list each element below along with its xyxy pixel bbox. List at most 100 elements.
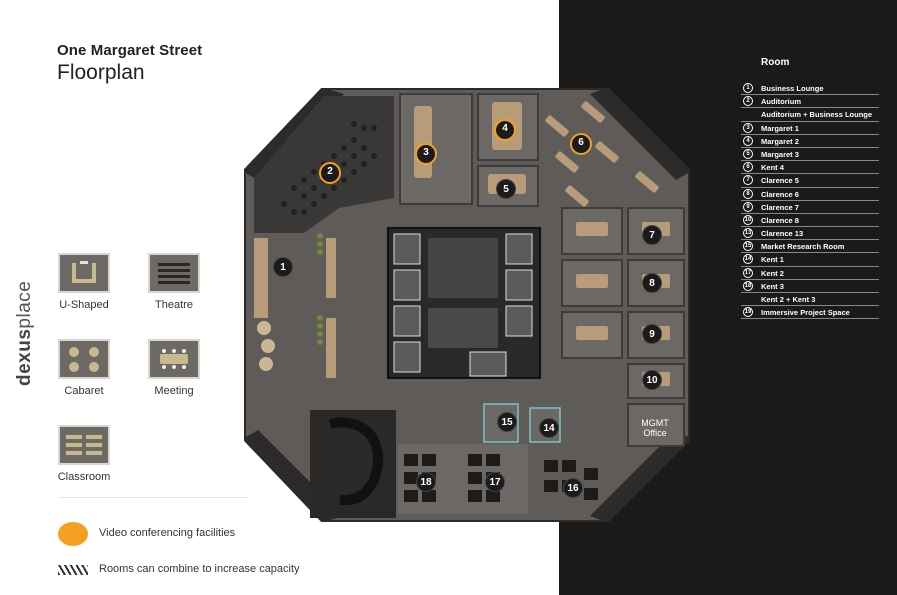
- plan-marker-vc: 3: [415, 143, 437, 165]
- room-number-badge: 4: [743, 135, 753, 146]
- room-number-badge: 13: [743, 228, 753, 239]
- room-name: Clarence 13: [761, 229, 804, 239]
- room-row: 13 Clarence 13: [741, 227, 879, 241]
- theatre-thumbnail-icon: [148, 253, 200, 293]
- room-row: 5 Margaret 3: [741, 148, 879, 162]
- plan-marker: 5: [496, 179, 516, 199]
- room-row: 18 Kent 3: [741, 280, 879, 293]
- room-number-badge: 5: [743, 148, 753, 159]
- plan-marker: 16: [563, 478, 583, 498]
- mgmt-line1: MGMT: [641, 418, 669, 428]
- plan-marker: 7: [642, 225, 662, 245]
- room-row: Kent 2 + Kent 3: [741, 293, 879, 307]
- room-number-badge: 8: [743, 188, 753, 199]
- room-row: 4 Margaret 2: [741, 135, 879, 148]
- room-name: Kent 4: [761, 163, 784, 173]
- room-row: 9 Clarence 7: [741, 201, 879, 214]
- room-name: Clarence 6: [761, 189, 799, 199]
- plan-marker: 10: [642, 370, 662, 390]
- room-number-badge: 9: [743, 201, 753, 212]
- room-name: Kent 3: [761, 281, 784, 291]
- legend-divider: [58, 497, 248, 498]
- video-conference-dot-icon: [58, 522, 88, 546]
- layout-meeting: Meeting: [134, 339, 214, 397]
- plan-marker-vc: 6: [570, 133, 592, 155]
- building-name: One Margaret Street: [57, 42, 203, 59]
- plan-marker: 1: [273, 257, 293, 277]
- plan-marker: 9: [642, 324, 662, 344]
- room-row: 6 Kent 4: [741, 161, 879, 175]
- room-name: Immersive Project Space: [761, 308, 850, 318]
- room-row: 15 Market Research Room: [741, 240, 879, 254]
- layout-classroom: Classroom: [44, 425, 124, 483]
- room-row: 7 Clarence 5: [741, 174, 879, 188]
- layout-label: Classroom: [57, 471, 111, 483]
- plan-marker-vc: 4: [494, 119, 516, 141]
- floorplan-svg: [244, 88, 690, 522]
- room-name: Auditorium: [761, 97, 801, 107]
- legend-combine-text: Rooms can combine to increase capacity: [99, 563, 300, 575]
- hatch-pattern-icon: [58, 565, 88, 575]
- plan-marker: 18: [416, 472, 436, 492]
- room-row: 10 Clarence 8: [741, 214, 879, 228]
- layout-cabaret: Cabaret: [44, 339, 124, 397]
- room-row: 8 Clarence 6: [741, 188, 879, 201]
- room-name: Clarence 5: [761, 176, 799, 186]
- plan-marker: 15: [497, 412, 517, 432]
- room-name: Clarence 8: [761, 215, 799, 225]
- room-number-badge: 2: [743, 96, 753, 107]
- layout-theatre: Theatre: [134, 253, 214, 311]
- brand-part2: place: [14, 280, 35, 329]
- brand-logo: dexusplace: [14, 281, 36, 386]
- room-name: Auditorium + Business Lounge: [761, 110, 873, 120]
- room-number-badge: 14: [743, 254, 753, 265]
- room-row: 14 Kent 1: [741, 253, 879, 267]
- room-number-badge: 17: [743, 267, 753, 278]
- room-name: Margaret 2: [761, 136, 799, 146]
- plan-marker-vc: 2: [319, 162, 341, 184]
- room-name: Clarence 7: [761, 202, 799, 212]
- layout-label: Cabaret: [64, 385, 104, 397]
- legend-video-text: Video conferencing facilities: [99, 527, 236, 539]
- room-row: 2 Auditorium: [741, 95, 879, 109]
- room-list-header: Room: [761, 57, 790, 68]
- room-name: Business Lounge: [761, 84, 824, 93]
- floorplan-drawing: 1 2 3 4 5 6 7 8 9 10 14 15 16 17 18 MGMT…: [244, 88, 690, 522]
- room-name: Kent 2: [761, 268, 784, 278]
- layout-label: Meeting: [154, 385, 194, 397]
- layout-label: Theatre: [155, 299, 193, 311]
- plan-marker: 14: [539, 418, 559, 438]
- plan-marker: 17: [485, 472, 505, 492]
- room-number-badge: 6: [743, 162, 753, 173]
- room-number-badge: 10: [743, 214, 753, 225]
- room-number-badge: 3: [743, 122, 753, 133]
- room-number-badge: 19: [743, 307, 753, 318]
- room-row: Auditorium + Business Lounge: [741, 108, 879, 122]
- layout-label: U-Shaped: [59, 299, 109, 311]
- cabaret-thumbnail-icon: [58, 339, 110, 379]
- meeting-thumbnail-icon: [148, 339, 200, 379]
- mgmt-line2: Office: [643, 428, 667, 438]
- room-number-badge: 7: [743, 175, 753, 186]
- layout-u-shaped: U-Shaped: [44, 253, 124, 311]
- room-name: Margaret 1: [761, 123, 799, 133]
- mgmt-office-label: MGMT Office: [635, 418, 675, 438]
- u-shaped-thumbnail-icon: [58, 253, 110, 293]
- room-name: Kent 2 + Kent 3: [761, 295, 816, 304]
- classroom-thumbnail-icon: [58, 425, 110, 465]
- title-block: One Margaret Street Floorplan: [57, 42, 202, 85]
- room-row: 3 Margaret 1: [741, 122, 879, 135]
- room-name: Market Research Room: [761, 242, 845, 252]
- room-number-badge: 18: [743, 280, 753, 291]
- room-number-badge: 15: [743, 241, 753, 252]
- page-title: Floorplan: [57, 61, 145, 84]
- room-row: 19 Immersive Project Space: [741, 306, 879, 320]
- room-row: 17 Kent 2: [741, 267, 879, 280]
- brand-part1: dexus: [14, 328, 35, 386]
- plan-marker: 8: [642, 273, 662, 293]
- room-name: Margaret 3: [761, 149, 799, 159]
- room-name: Kent 1: [761, 255, 784, 265]
